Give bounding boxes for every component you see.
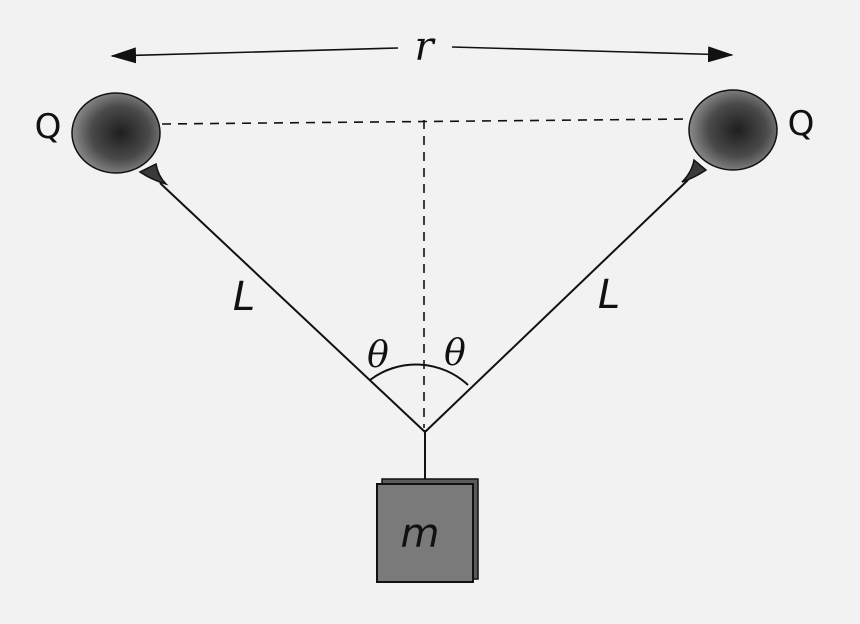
- right-string: [424, 179, 689, 433]
- angle-arc: [369, 363, 469, 386]
- right-charge-label: Q: [788, 104, 815, 144]
- mass-block: [376, 478, 479, 583]
- right-length-label: L: [598, 272, 620, 318]
- separation-arrow-right: [451, 46, 734, 63]
- right-balloon: [681, 89, 778, 183]
- left-balloon: [71, 92, 169, 186]
- horizontal-dashed-line: [161, 118, 691, 125]
- mass-label: m: [401, 511, 440, 557]
- separation-label: r: [414, 24, 436, 70]
- separation-arrow-left: [110, 47, 399, 64]
- left-length-label: L: [233, 274, 255, 320]
- right-angle-label: θ: [444, 333, 466, 374]
- left-charge-label: Q: [35, 107, 62, 147]
- left-string: [159, 182, 426, 433]
- left-angle-label: θ: [367, 335, 389, 376]
